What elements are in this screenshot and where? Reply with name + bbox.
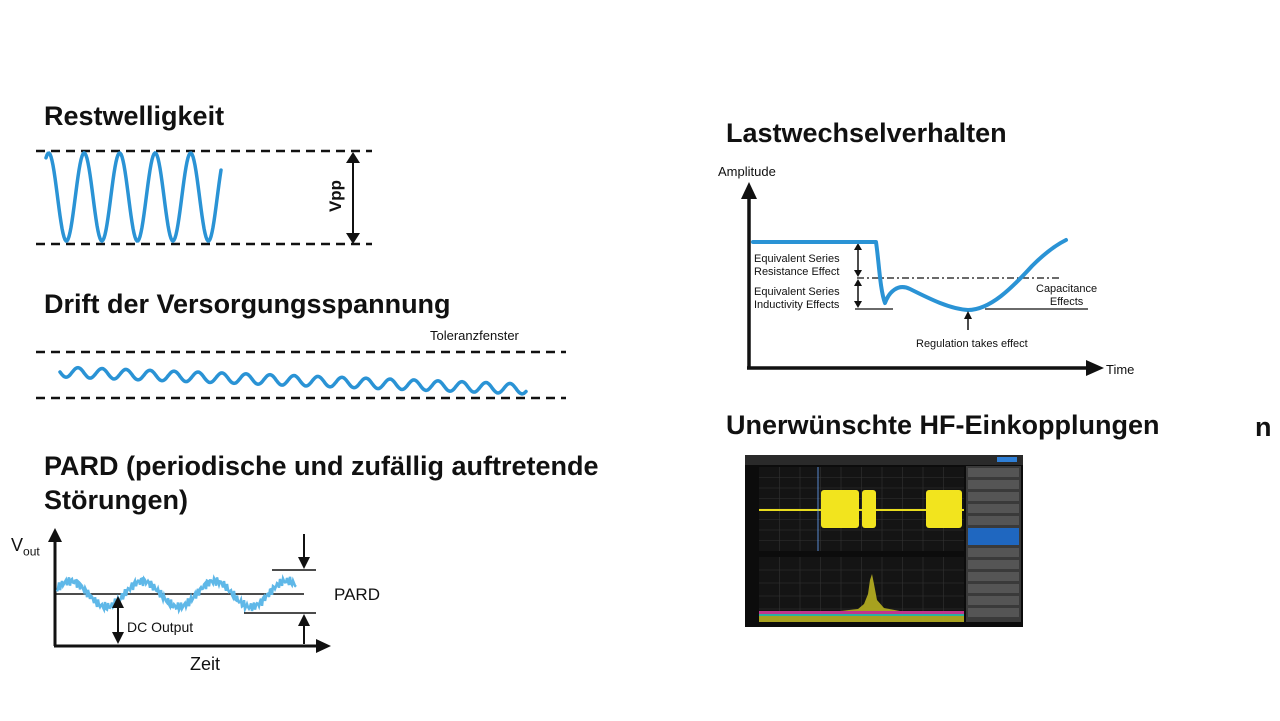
scope-burst bbox=[862, 490, 876, 528]
scope-top-bar bbox=[745, 455, 1023, 465]
scope-panel-item bbox=[968, 596, 1019, 605]
scope-panel-item bbox=[968, 480, 1019, 489]
scope-panel-item bbox=[968, 608, 1019, 617]
scope-panel-item bbox=[968, 468, 1019, 477]
scope-panel-item bbox=[968, 548, 1019, 557]
scope-spectrum-floor bbox=[759, 611, 964, 614]
scope-panel-item bbox=[968, 504, 1019, 513]
scope-burst bbox=[821, 490, 859, 528]
scope-panel-item bbox=[968, 516, 1019, 525]
scope-accent-bar bbox=[997, 457, 1017, 462]
scope-panel-highlight bbox=[968, 528, 1019, 545]
scope-spectrum-floor-2 bbox=[759, 614, 964, 616]
scope-panel-item bbox=[968, 572, 1019, 581]
scope-panel-item bbox=[968, 584, 1019, 593]
scope-burst bbox=[926, 490, 962, 528]
scope-panel-item bbox=[968, 492, 1019, 501]
scope-panel-item bbox=[968, 560, 1019, 569]
